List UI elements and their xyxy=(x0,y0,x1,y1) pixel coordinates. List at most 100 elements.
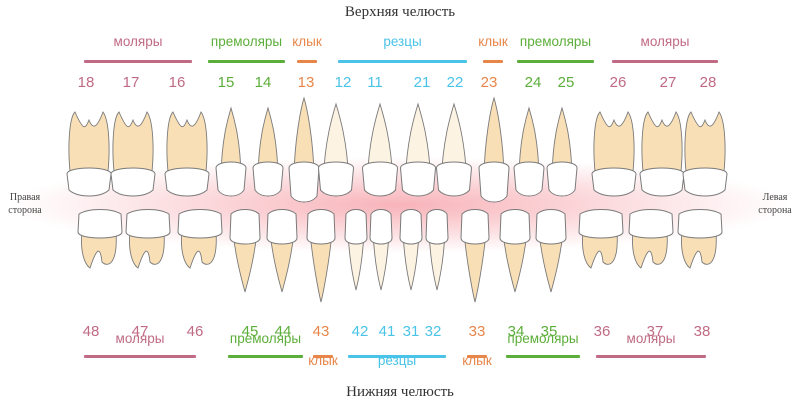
upper-tooth-18 xyxy=(66,111,112,197)
tooth-number-17: 17 xyxy=(122,74,140,91)
tooth-number-16: 16 xyxy=(168,74,186,91)
upper-premolar-bar xyxy=(517,60,594,63)
left-side-label-line2: сторона xyxy=(758,205,792,216)
lower-premolar-label: премоляры xyxy=(229,331,302,346)
upper-premolar-bar xyxy=(208,60,285,63)
upper-tooth-27 xyxy=(639,111,685,197)
lower-canine-bar xyxy=(313,355,333,358)
upper-tooth-13 xyxy=(288,96,320,203)
upper-tooth-23 xyxy=(478,96,510,203)
lower-tooth-35 xyxy=(535,209,567,293)
upper-premolar-label: премоляры xyxy=(519,34,592,49)
upper-premolar-label: премоляры xyxy=(210,34,283,49)
tooth-number-31: 31 xyxy=(402,323,420,340)
upper-tooth-17 xyxy=(110,111,156,197)
lower-incisor-bar xyxy=(348,355,446,358)
lower-tooth-37 xyxy=(628,209,674,269)
lower-premolar-bar xyxy=(506,355,580,358)
lower-canine-bar xyxy=(467,355,487,358)
upper-molar-bar xyxy=(84,60,192,63)
tooth-number-18: 18 xyxy=(77,74,95,91)
tooth-number-41: 41 xyxy=(378,323,396,340)
lower-tooth-38 xyxy=(677,209,723,269)
tooth-number-47: 47 xyxy=(131,323,149,340)
tooth-number-28: 28 xyxy=(699,74,717,91)
lower-tooth-48 xyxy=(77,209,123,269)
right-side-label: Правая сторона xyxy=(0,191,50,217)
upper-tooth-25 xyxy=(546,106,578,197)
tooth-number-22: 22 xyxy=(446,74,464,91)
tooth-number-27: 27 xyxy=(659,74,677,91)
upper-incisor-label: резцы xyxy=(383,34,422,49)
lower-molar-label: моляры xyxy=(115,331,165,346)
tooth-number-23: 23 xyxy=(480,74,498,91)
lower-tooth-34 xyxy=(499,209,531,293)
tooth-number-25: 25 xyxy=(557,74,575,91)
lower-incisor-label: резцы xyxy=(377,353,417,368)
lower-canine-label: клык xyxy=(462,353,492,368)
lower-molar-label: моляры xyxy=(626,331,676,346)
upper-tooth-28 xyxy=(682,111,728,197)
upper-canine-label: клык xyxy=(292,34,322,49)
tooth-number-14: 14 xyxy=(254,74,272,91)
tooth-number-42: 42 xyxy=(351,323,369,340)
tooth-number-32: 32 xyxy=(424,323,442,340)
upper-molar-label: моляры xyxy=(113,34,163,49)
lower-tooth-46 xyxy=(177,209,223,269)
tooth-number-35: 35 xyxy=(540,323,558,340)
upper-tooth-26 xyxy=(591,111,637,197)
tooth-number-21: 21 xyxy=(413,74,431,91)
left-side-label: Левая сторона xyxy=(750,191,800,217)
lower-tooth-33 xyxy=(460,209,490,303)
upper-incisor-bar xyxy=(338,60,467,63)
lower-tooth-32 xyxy=(425,209,449,291)
lower-tooth-44 xyxy=(266,209,298,293)
upper-tooth-15 xyxy=(215,106,247,197)
upper-tooth-12 xyxy=(317,102,355,197)
lower-jaw-title: Нижняя челюсть xyxy=(346,384,454,400)
lower-tooth-43 xyxy=(306,209,336,303)
upper-jaw-title: Верхняя челюсть xyxy=(344,4,456,20)
lower-molar-bar xyxy=(596,355,706,358)
tooth-number-44: 44 xyxy=(274,323,292,340)
upper-tooth-11 xyxy=(361,102,399,197)
tooth-number-11: 11 xyxy=(367,74,383,91)
lower-tooth-42 xyxy=(344,209,368,291)
tooth-number-24: 24 xyxy=(524,74,542,91)
tooth-number-37: 37 xyxy=(646,323,664,340)
lower-premolar-bar xyxy=(228,355,303,358)
lower-tooth-41 xyxy=(369,209,393,291)
upper-tooth-22 xyxy=(435,102,473,197)
upper-canine-label: клык xyxy=(478,34,508,49)
lower-tooth-31 xyxy=(399,209,423,291)
upper-tooth-24 xyxy=(513,106,545,197)
upper-tooth-16 xyxy=(164,111,210,197)
tooth-number-48: 48 xyxy=(82,323,100,340)
lower-tooth-47 xyxy=(125,209,171,269)
upper-tooth-14 xyxy=(252,106,284,197)
upper-canine-bar xyxy=(483,60,503,63)
lower-canine-label: клык xyxy=(308,353,338,368)
tooth-number-43: 43 xyxy=(312,323,330,340)
tooth-number-26: 26 xyxy=(609,74,627,91)
tooth-number-15: 15 xyxy=(217,74,235,91)
lower-premolar-label: премоляры xyxy=(507,331,579,346)
tooth-number-36: 36 xyxy=(593,323,611,340)
tooth-number-45: 45 xyxy=(241,323,259,340)
lower-molar-bar xyxy=(84,355,196,358)
upper-tooth-21 xyxy=(399,102,437,197)
tooth-number-33: 33 xyxy=(468,323,486,340)
tooth-number-12: 12 xyxy=(334,74,352,91)
upper-molar-label: моляры xyxy=(640,34,690,49)
upper-molar-bar xyxy=(612,60,718,63)
upper-canine-bar xyxy=(297,60,317,63)
right-side-label-line1: Правая xyxy=(9,192,41,203)
lower-tooth-45 xyxy=(229,209,261,293)
tooth-number-13: 13 xyxy=(297,74,315,91)
tooth-number-38: 38 xyxy=(693,323,711,340)
lower-tooth-36 xyxy=(578,209,624,269)
right-side-label-line2: сторона xyxy=(8,205,42,216)
tooth-number-46: 46 xyxy=(186,323,204,340)
